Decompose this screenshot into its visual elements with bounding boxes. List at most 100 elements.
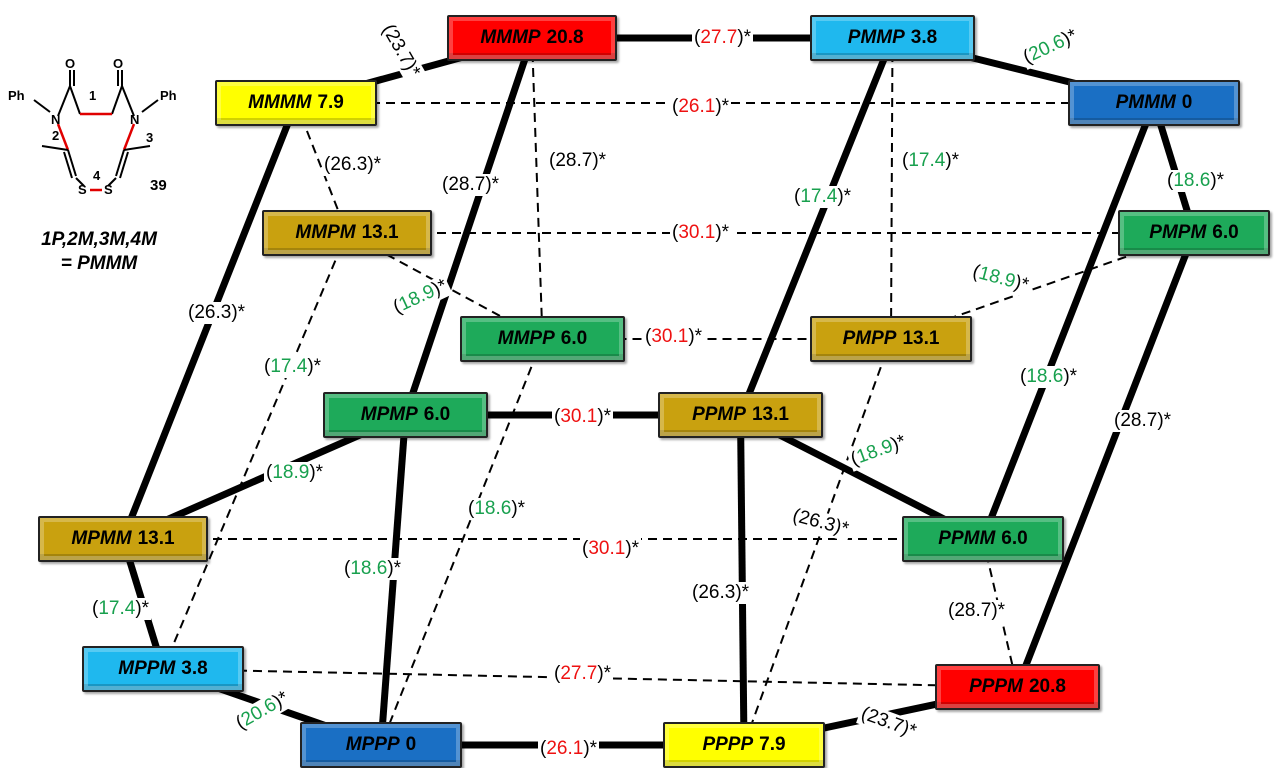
barrier-value: 26.1 (678, 96, 716, 117)
barrier-value: 30.1 (588, 538, 626, 559)
node-name: MMMP (480, 27, 541, 48)
barrier-label-pmmp-pmpp: (17.4)* (900, 150, 962, 172)
n-right-atom: N (130, 112, 139, 127)
s-right-atom: S (104, 182, 113, 197)
node-name: MPMM (71, 528, 132, 549)
barrier-value: 26.3 (330, 154, 368, 175)
barrier-label-mmmm-mpmm: (26.3)* (186, 302, 248, 324)
node-name: PPPP (702, 734, 754, 755)
barrier-label-pmmm-ppmm: (18.6)* (1018, 366, 1080, 388)
barrier-label-pmmp-ppmp: (17.4)* (792, 186, 854, 208)
node-name: PPPM (969, 676, 1023, 697)
edge-mmpm-mppm (162, 232, 348, 670)
barrier-value: 18.6 (1026, 366, 1064, 387)
locant-4: 4 (93, 168, 101, 183)
node-name: MPPM (118, 658, 176, 679)
conformer-definition-label: 1P,2M,3M,4M = PMMM (4, 228, 194, 276)
barrier-label-mmpp-pmpp: (30.1)* (643, 326, 705, 348)
barrier-label-mppm-pppm: (27.7)* (552, 663, 614, 685)
barrier-value: 28.7 (448, 174, 486, 195)
n-left-atom: N (51, 112, 60, 127)
ph-left-label: Ph (8, 88, 25, 103)
barrier-label-mmpp-mppp: (18.6)* (466, 498, 528, 520)
node-energy: 13.1 (361, 222, 399, 243)
barrier-value: 30.1 (678, 222, 716, 243)
node-energy: 3.8 (910, 27, 938, 48)
node-energy: 13.1 (751, 404, 789, 425)
node-energy: 0 (1181, 92, 1193, 113)
barrier-value: 28.7 (555, 150, 593, 171)
edge-mmmp-mmpp (531, 37, 544, 340)
conformer-definition-line1: 1P,2M,3M,4M (41, 229, 157, 250)
barrier-label-mmmm-pmmm: (26.1)* (670, 96, 732, 118)
node-name: PPMP (692, 404, 746, 425)
barrier-label-mpmp-mppp: (18.6)* (342, 558, 404, 580)
barrier-label-mmpm-mppm: (17.4)* (262, 356, 324, 378)
barrier-value: 18.9 (272, 462, 310, 483)
barrier-value: 26.1 (546, 738, 584, 759)
barrier-label-mmmm-mmpm: (26.3)* (322, 154, 384, 176)
barrier-label-mmmp-pmmp: (27.7)* (692, 27, 754, 49)
barrier-label-mpmm-ppmm: (30.1)* (580, 538, 642, 560)
node-energy: 13.1 (902, 328, 940, 349)
node-energy: 20.8 (1028, 676, 1066, 697)
edge-pmmp-ppmp (737, 36, 896, 417)
node-energy: 6.0 (1212, 222, 1239, 243)
edge-pmmm-ppmm (979, 101, 1158, 541)
o-left-atom: O (65, 56, 75, 71)
edge-ppmp-pppp (737, 414, 748, 746)
barrier-label-ppmm-pppm: (28.7)* (946, 600, 1008, 622)
barrier-label-mppp-pppp: (26.1)* (538, 738, 600, 760)
barrier-label-pmpm-pppm: (28.7)* (1112, 410, 1174, 432)
barrier-value: 18.6 (474, 498, 512, 519)
compound-number: 39 (150, 177, 167, 194)
barrier-label-mpmp-ppmp: (30.1)* (552, 406, 614, 428)
barrier-value: 17.4 (908, 150, 946, 171)
node-name: MMMM (248, 92, 312, 113)
node-name: PMMP (847, 27, 905, 48)
node-name: PMPM (1149, 222, 1207, 243)
barrier-value: 27.7 (560, 663, 598, 684)
node-energy: 7.9 (317, 92, 344, 113)
barrier-label-ppmp-pppp: (26.3)* (690, 582, 752, 604)
barrier-value: 17.4 (270, 356, 308, 377)
o-right-atom: O (113, 56, 123, 71)
conformer-definition-line2: = PMMM (60, 253, 138, 274)
barrier-label-pmmm-pmpm: (18.6)* (1165, 170, 1227, 192)
node-energy: 20.8 (546, 27, 584, 48)
barrier-value: 30.1 (651, 326, 689, 347)
edge-pmpp-pppp (743, 338, 892, 746)
barrier-value: 27.7 (700, 27, 738, 48)
node-name: PPMM (938, 528, 996, 549)
locant-3: 3 (146, 130, 153, 145)
barrier-label-mmmp-mmpp: (28.7)* (547, 150, 609, 172)
barrier-value: 28.7 (1120, 410, 1158, 431)
locant-2: 2 (52, 128, 59, 143)
barrier-label-mpmp-mpmm: (18.9)* (264, 462, 326, 484)
node-energy: 13.1 (137, 528, 175, 549)
barrier-value: 26.3 (194, 302, 232, 323)
barrier-value: 17.4 (98, 598, 136, 619)
ph-right-label: Ph (160, 88, 177, 103)
node-name: PMMM (1115, 92, 1176, 113)
locant-1: 1 (89, 88, 96, 103)
barrier-value: 18.6 (350, 558, 388, 579)
node-name: MMPP (497, 328, 555, 349)
node-energy: 3.8 (181, 658, 208, 679)
node-name: MMPM (295, 222, 356, 243)
molecule-structure: O O N N Ph Ph S S 1 2 3 4 39 (8, 56, 177, 197)
barrier-value: 26.3 (698, 582, 736, 603)
node-name: MPMP (360, 404, 418, 425)
